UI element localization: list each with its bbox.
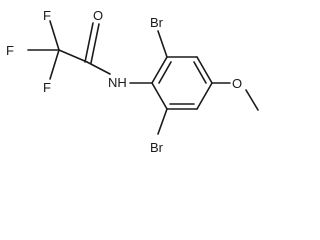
- atom-f-bottom: F: [43, 80, 51, 95]
- bond-ring-br-bottom: [157, 108, 168, 135]
- atom-br-top: Br: [150, 15, 164, 30]
- molecule-drawing: F F F O NH Br Br O: [6, 8, 259, 155]
- ring-double-2: [193, 61, 207, 84]
- ring-double-1: [158, 61, 172, 84]
- ring-bond-6: [151, 82, 168, 110]
- atom-f-top: F: [43, 8, 51, 23]
- ring-bond-4: [196, 82, 213, 110]
- bond-carbonyl-o-2: [90, 23, 100, 64]
- ring-bond-1: [151, 56, 168, 84]
- atom-nh: NH: [108, 75, 127, 90]
- bond-cf3-carbonyl: [58, 49, 88, 63]
- atom-o-carbonyl: O: [93, 8, 103, 23]
- atom-br-bottom: Br: [150, 140, 164, 155]
- bond-o-methyl: [245, 89, 259, 111]
- atom-o-methoxy: O: [232, 76, 242, 91]
- structure-diagram: F F F O NH Br Br O: [6, 8, 259, 155]
- atom-f-left: F: [6, 43, 14, 58]
- bond-ring-br-top: [157, 30, 168, 58]
- bond-carbonyl-o-1: [84, 22, 94, 63]
- ring-bond-3: [196, 56, 213, 84]
- bond-carbonyl-n: [86, 61, 111, 75]
- bond-c-f-bottom: [49, 49, 60, 80]
- bond-c-f-top: [49, 20, 60, 51]
